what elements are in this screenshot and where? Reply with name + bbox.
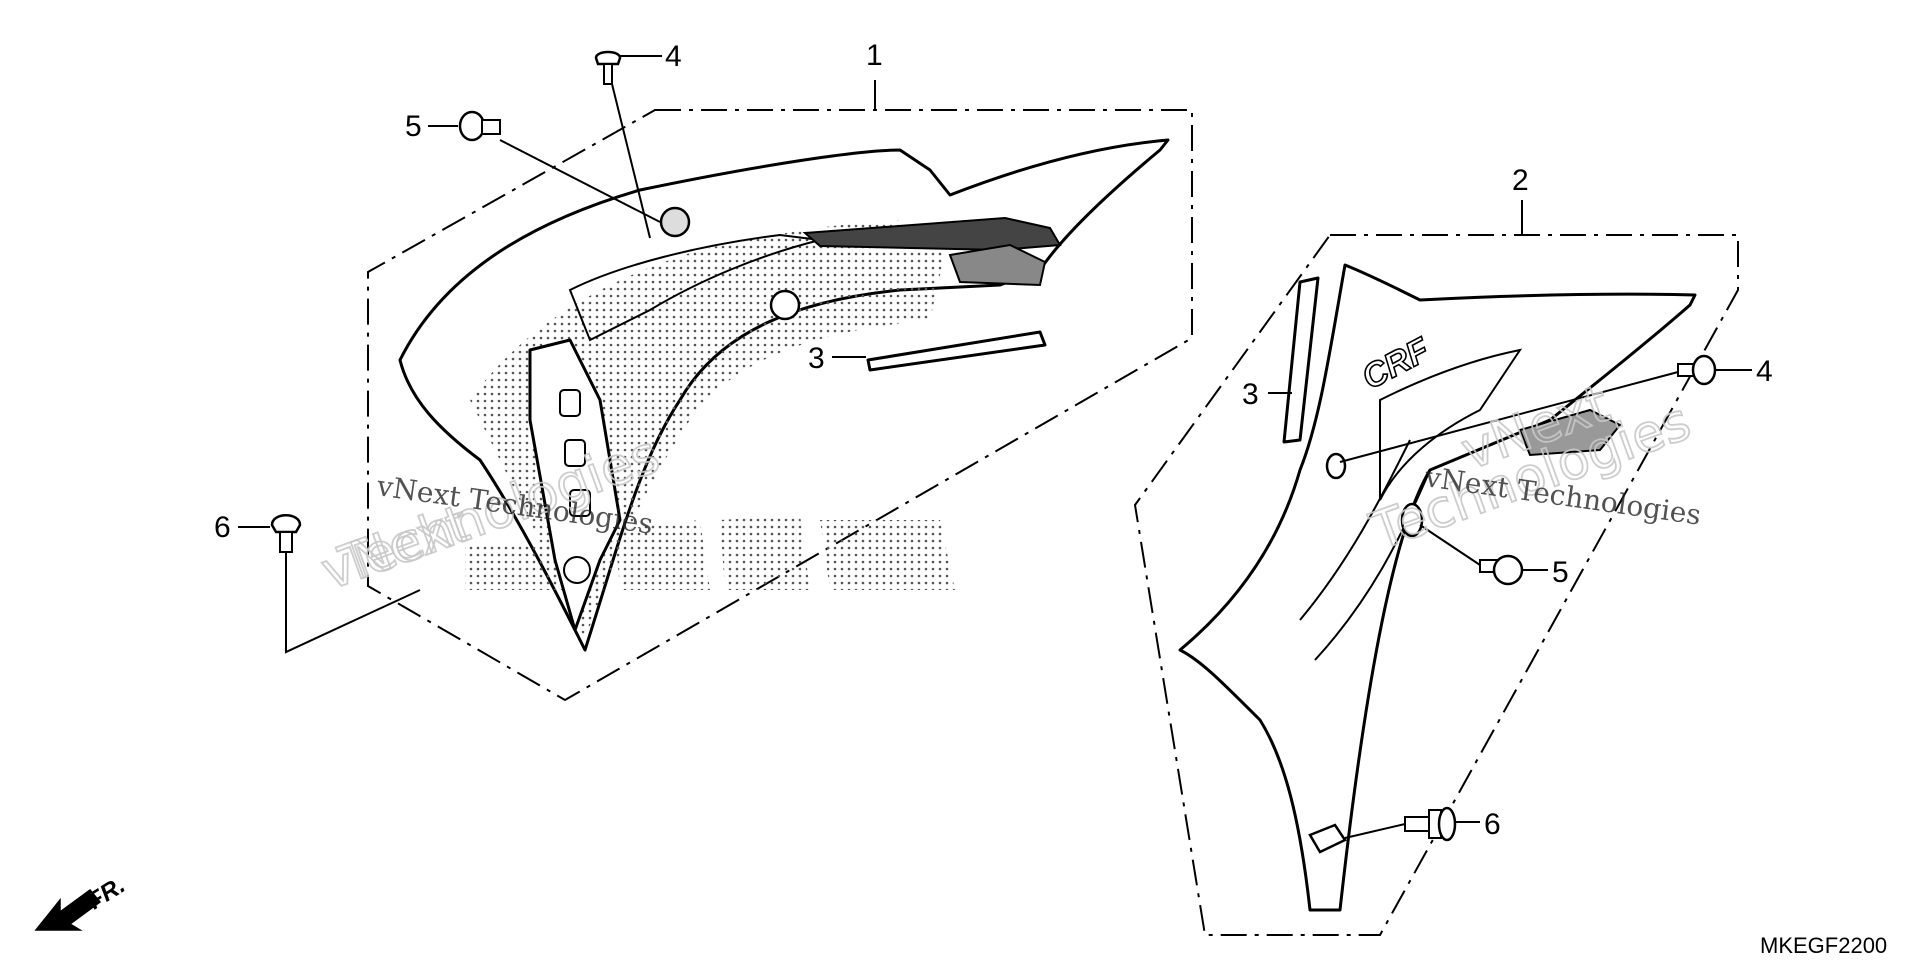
right-decal-3 [1282, 276, 1320, 444]
diagram-code: MKEGF2200 [1760, 933, 1887, 958]
callout-4-left: 4 [665, 40, 682, 73]
callout-5-right: 5 [1552, 556, 1569, 589]
mount-hole [1308, 823, 1347, 854]
mount-hole [1325, 452, 1347, 480]
leader-5-right-to-part [1419, 524, 1481, 566]
left-shroud-vent [948, 243, 1047, 287]
right-assembly-frame [1133, 234, 1739, 936]
screw-icon [1404, 806, 1457, 842]
flange-hole [563, 556, 591, 584]
leader-4-to-part [611, 83, 651, 239]
callout-2: 2 [1512, 164, 1529, 197]
flange-slot [559, 389, 581, 417]
flange-slot [569, 489, 591, 517]
leader-6-to-part [285, 552, 421, 654]
front-arrow-icon [34, 888, 102, 931]
leader-6-right-to-part [1344, 823, 1406, 839]
callout-6-left: 6 [214, 511, 231, 544]
callout-5-left: 5 [405, 110, 422, 143]
leader-4-right-to-part [1339, 371, 1679, 463]
bolt-icon [1677, 354, 1717, 386]
screw-icon [1479, 554, 1524, 586]
grommet-hole [659, 206, 691, 238]
flange-slot [564, 439, 586, 467]
left-shroud-rail [802, 216, 1062, 252]
left-assembly-frame [367, 109, 1193, 702]
callout-6-right: 6 [1484, 808, 1501, 841]
callout-3-right: 3 [1242, 378, 1259, 411]
mount-hole [1400, 502, 1424, 538]
right-shroud-vent [1518, 408, 1622, 457]
callout-4-right: 4 [1756, 355, 1773, 388]
right-shroud-stripe [1299, 439, 1431, 661]
mount-boss [769, 289, 801, 321]
right-shroud-outer [1178, 263, 1697, 912]
bolt-icon [594, 50, 622, 85]
left-shroud-assembly [238, 50, 1193, 702]
screw-icon [458, 110, 501, 142]
left-decal-3 [866, 330, 1047, 372]
callout-1: 1 [866, 39, 883, 72]
right-shroud-graphic [1379, 348, 1523, 501]
grommet-icon [270, 514, 302, 553]
callout-3-left: 3 [808, 342, 825, 375]
right-shroud-assembly: CRF [1133, 200, 1752, 936]
left-shroud-flange [528, 338, 622, 632]
leader-5-to-part [499, 139, 661, 223]
